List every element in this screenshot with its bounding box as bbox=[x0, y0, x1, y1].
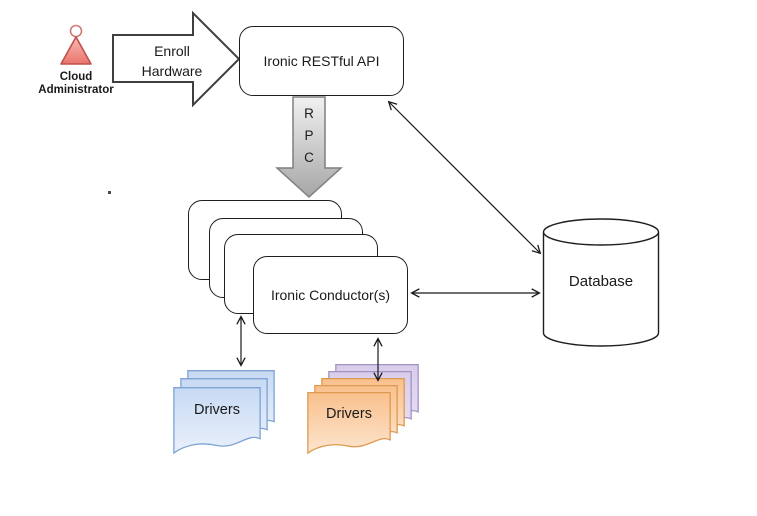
conductor-label: Ironic Conductor(s) bbox=[270, 287, 391, 303]
drivers-orange-label: Drivers bbox=[326, 406, 372, 422]
api-label: Ironic RESTful API bbox=[263, 53, 380, 69]
rpc-letter-p: P bbox=[304, 128, 314, 143]
database-label: Database bbox=[568, 273, 634, 290]
rpc-letter-r: R bbox=[304, 106, 314, 121]
cloud-administrator-label-line2: Administrator bbox=[38, 84, 114, 96]
enroll-label-line2: Hardware bbox=[141, 63, 203, 79]
stray-dot bbox=[108, 191, 111, 194]
enroll-label-line1: Enroll bbox=[154, 43, 190, 59]
cloud-administrator-label: Cloud Administrator bbox=[16, 71, 136, 97]
api-box: Ironic RESTful API bbox=[239, 26, 404, 96]
cloud-administrator-label-line1: Cloud bbox=[59, 71, 93, 83]
enroll-hardware-label: Enroll Hardware bbox=[120, 41, 224, 81]
rpc-label: R P C bbox=[299, 103, 319, 169]
conductor-box: Ironic Conductor(s) bbox=[253, 256, 408, 334]
drivers-blue-label: Drivers bbox=[194, 402, 240, 418]
rpc-letter-c: C bbox=[304, 150, 314, 165]
